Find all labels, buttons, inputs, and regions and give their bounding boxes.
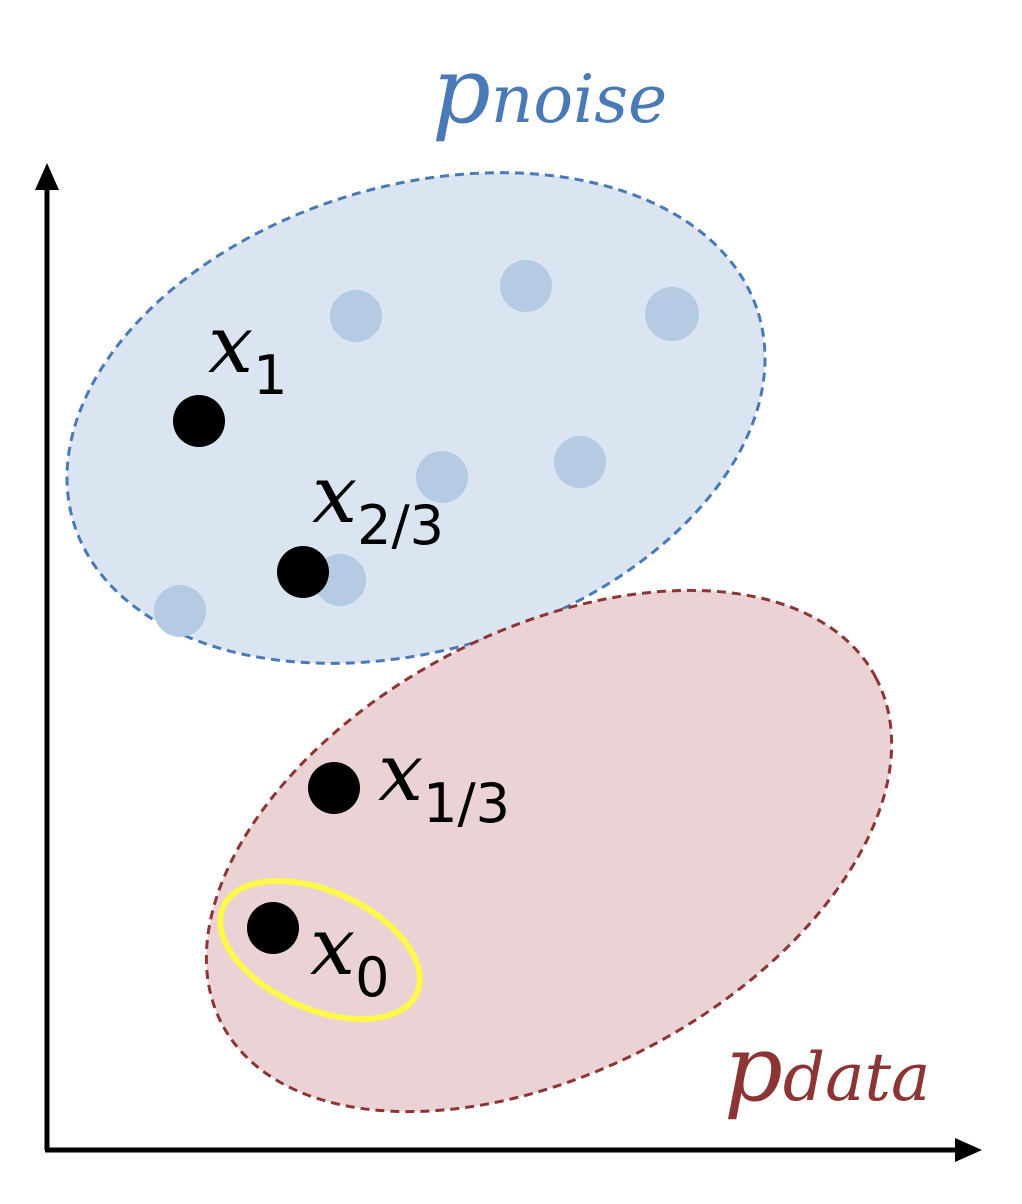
x0-highlight-ring [217,877,423,1023]
x-axis-arrow-icon [955,1138,982,1162]
point-x1-3 [308,762,360,814]
noise-sample-dot [154,585,206,637]
label-x1-3: x1/3 [378,726,510,835]
point-x2-3 [277,546,329,598]
noise-sample-dot [330,290,382,342]
data-distribution-region [204,588,894,1114]
label-x0: x0 [310,900,389,1009]
label-x2-3: x2/3 [312,448,444,557]
noise-sample-dot [645,287,699,341]
noise-sample-dot [500,260,552,312]
noise-sample-dot [554,436,606,488]
label-p-noise: pnoise [432,37,667,144]
label-x1: x1 [208,298,287,407]
y-axis-arrow-icon [35,163,59,190]
noise-sample-dot [416,451,468,503]
label-p-data: pdata [724,1015,930,1122]
point-x1 [173,395,225,447]
point-x0 [247,902,299,954]
